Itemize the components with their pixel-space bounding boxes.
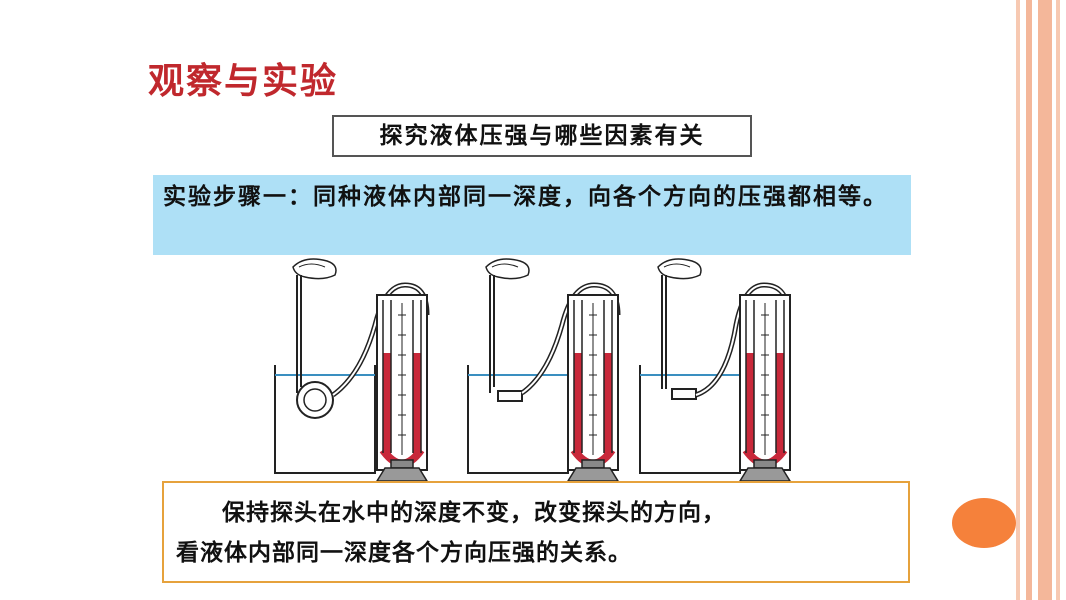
topic-box: 探究液体压强与哪些因素有关 bbox=[332, 115, 752, 157]
panel-1 bbox=[274, 258, 427, 481]
step-one-box: 实验步骤一：同种液体内部同一深度，向各个方向的压强都相等。 bbox=[153, 175, 911, 255]
slide-title: 观察与实验 bbox=[148, 60, 339, 102]
instruction-note-box: 保持探头在水中的深度不变，改变探头的方向， 看液体内部同一深度各个方向压强的关系… bbox=[162, 481, 910, 583]
note-line-1: 保持探头在水中的深度不变，改变探头的方向， bbox=[222, 499, 726, 526]
decorative-stripes bbox=[1016, 0, 1060, 600]
orange-decorative-dot bbox=[952, 498, 1016, 548]
note-line-2: 看液体内部同一深度各个方向压强的关系。 bbox=[176, 539, 632, 566]
panel-3 bbox=[639, 258, 790, 481]
panel-2 bbox=[467, 258, 618, 481]
experiment-illustration bbox=[274, 258, 840, 483]
